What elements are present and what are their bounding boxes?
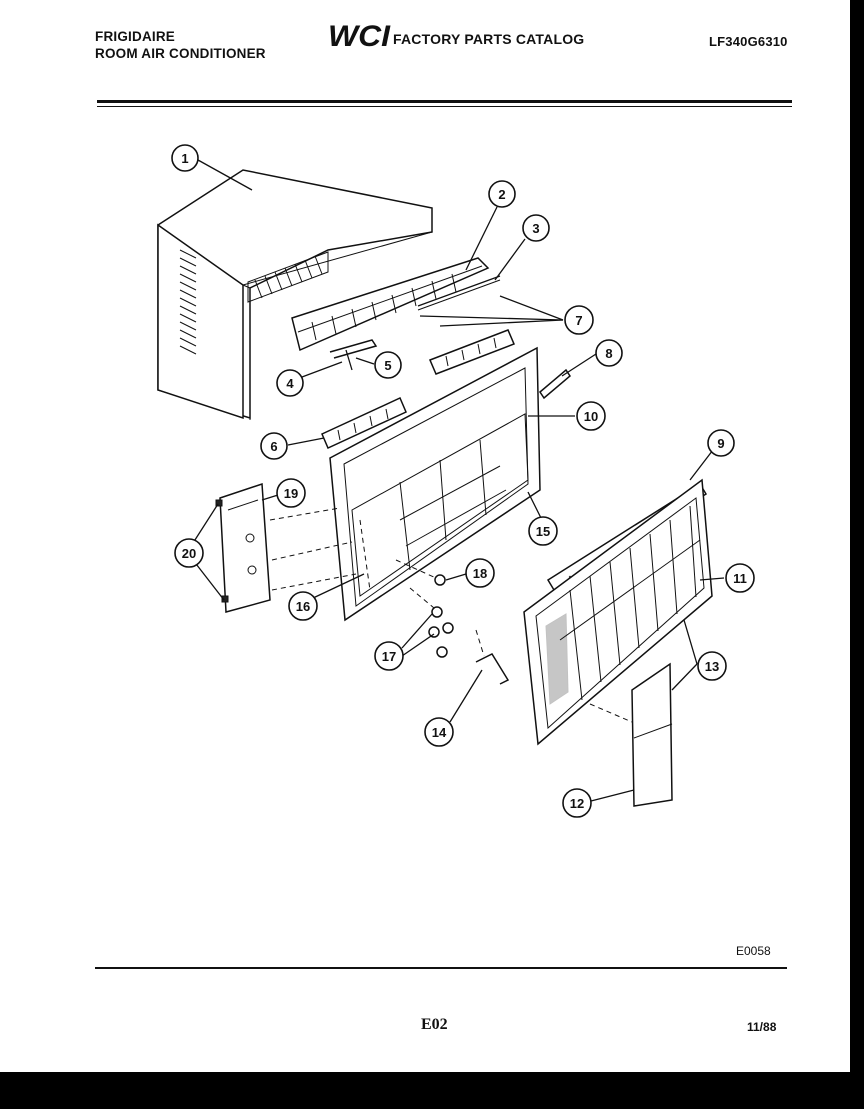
callout-6: 6 xyxy=(260,432,288,460)
svg-text:16: 16 xyxy=(296,599,310,614)
svg-text:15: 15 xyxy=(536,524,550,539)
front-grille xyxy=(523,478,713,746)
callout-12: 12 xyxy=(562,788,592,818)
callout-17: 17 xyxy=(374,641,404,671)
catalog-title: FACTORY PARTS CATALOG xyxy=(393,31,585,47)
air-deflector-assembly xyxy=(291,257,490,352)
margin-mark xyxy=(0,300,6,306)
callout-2: 2 xyxy=(488,180,516,208)
upper-louver-left xyxy=(321,396,407,450)
callout-10: 10 xyxy=(576,401,606,431)
deflector-rod xyxy=(417,275,501,311)
knobs xyxy=(409,587,454,658)
svg-text:12: 12 xyxy=(570,796,584,811)
side-louvers xyxy=(179,249,197,355)
margin-mark xyxy=(0,645,6,651)
footer-rule xyxy=(95,967,787,969)
svg-text:1: 1 xyxy=(181,151,188,166)
callout-20: 20 xyxy=(174,538,204,568)
panel-screws xyxy=(215,499,229,603)
callout-15: 15 xyxy=(528,516,558,546)
control-panel xyxy=(219,482,271,613)
callout-18: 18 xyxy=(465,558,495,588)
svg-text:10: 10 xyxy=(584,409,598,424)
callout-1: 1 xyxy=(171,144,199,172)
header-rule-thin xyxy=(97,106,792,107)
model-number: LF340G6310 xyxy=(709,34,788,49)
logo-text: WCI xyxy=(328,20,391,50)
svg-text:20: 20 xyxy=(182,546,196,561)
diagram-code: E0058 xyxy=(736,944,771,958)
wci-logo: WCI xyxy=(328,20,391,50)
front-frame xyxy=(329,346,541,622)
callout-11: 11 xyxy=(725,563,755,593)
product-type: ROOM AIR CONDITIONER xyxy=(95,46,266,61)
knob-small xyxy=(395,559,446,586)
svg-text:11: 11 xyxy=(733,571,747,586)
date-code: 11/88 xyxy=(747,1020,777,1034)
svg-text:13: 13 xyxy=(705,659,719,674)
leader-lines xyxy=(192,159,725,802)
svg-text:14: 14 xyxy=(432,725,447,740)
linkage-bracket xyxy=(329,339,378,371)
callout-5: 5 xyxy=(374,351,402,379)
cabinet-wrapper xyxy=(157,169,433,420)
svg-text:7: 7 xyxy=(575,313,582,328)
callout-8: 8 xyxy=(595,339,623,367)
callout-3: 3 xyxy=(522,214,550,242)
callout-13: 13 xyxy=(697,651,727,681)
svg-text:17: 17 xyxy=(382,649,396,664)
margin-mark xyxy=(0,44,6,50)
brand-name: FRIGIDAIRE xyxy=(95,29,176,44)
header-rule xyxy=(97,100,792,103)
svg-text:4: 4 xyxy=(286,376,294,391)
svg-text:9: 9 xyxy=(717,436,724,451)
svg-text:5: 5 xyxy=(384,358,391,373)
svg-text:8: 8 xyxy=(605,346,612,361)
callout-4: 4 xyxy=(276,369,304,397)
callout-14: 14 xyxy=(424,717,454,747)
rear-grille xyxy=(247,251,329,303)
side-rail xyxy=(539,368,571,400)
filter-bracket xyxy=(475,629,510,685)
svg-text:2: 2 xyxy=(498,187,505,202)
svg-text:6: 6 xyxy=(270,439,277,454)
callout-19: 19 xyxy=(276,478,306,508)
svg-text:3: 3 xyxy=(532,221,539,236)
svg-text:18: 18 xyxy=(473,566,487,581)
upper-louver-right xyxy=(429,329,515,375)
svg-text:19: 19 xyxy=(284,486,298,501)
panel-dashes xyxy=(269,507,357,591)
callout-9: 9 xyxy=(707,429,735,457)
callout-7: 7 xyxy=(564,305,594,335)
callout-16: 16 xyxy=(288,591,318,621)
page-code: E02 xyxy=(421,1016,448,1033)
access-door xyxy=(589,662,673,807)
